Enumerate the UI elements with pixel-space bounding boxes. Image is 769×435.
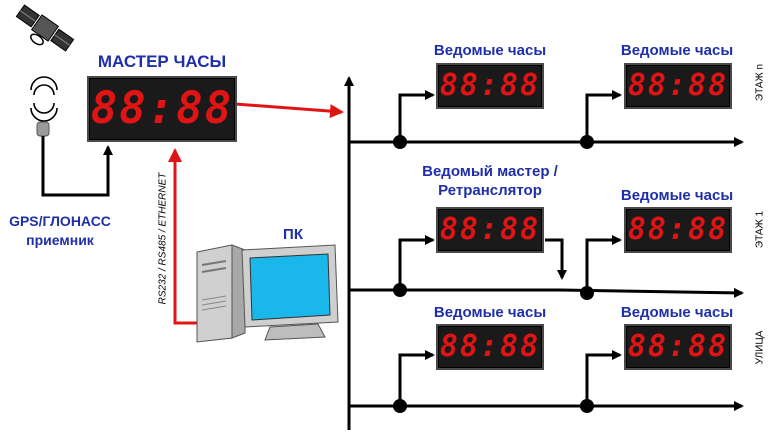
slave-clock-digits: 88:88 [627,329,729,364]
master-to-bus-link [234,102,344,119]
slave-clock-digits: 88:88 [439,68,541,103]
slave-clock-display: 88:88 [436,324,544,370]
slave-clock-digits: 88:88 [627,212,729,247]
pc-label: ПК [283,226,303,243]
slave-clock-display: 88:88 [624,207,732,253]
interface-label: RS232 / RS485 / ETHERNET [157,172,169,305]
junction-node [580,135,594,149]
slave-clock-digits: 88:88 [627,68,729,103]
master-clock-digits: 88:88 [90,83,234,134]
gps-label-line2: приемник [26,232,94,248]
slave-clock-label: Ведомые часы [620,187,734,204]
slave-clock-label: Ведомые часы [620,42,734,59]
floor-name-label: ЭТАЖ 1 [754,210,766,249]
slave-clock-label: Ведомые часы [433,42,547,59]
slave-clock-display: 88:88 [624,63,732,109]
floor-n-lines [349,90,744,147]
master-title: МАСТЕР ЧАСЫ [97,52,227,71]
slave-clock-display: 88:88 [436,63,544,109]
junction-node [580,286,594,300]
junction-node [580,399,594,413]
slave-clock-label: Ведомые часы [620,304,734,321]
slave-clock-display: 88:88 [624,324,732,370]
relay-master-clock-digits: 88:88 [439,212,541,247]
floor-name-label: ЭТАЖ n [754,63,766,102]
floor-name-label: УЛИЦА [754,330,766,365]
slave-clock-label: Ведомые часы [433,304,547,321]
pc-icon [196,244,339,343]
relay-master-label-line2: Ретранслятор [438,182,542,199]
gps-link [41,136,113,197]
master-clock-display: 88:88 [87,76,237,142]
relay-master-clock-display: 88:88 [436,207,544,253]
slave-clock-digits: 88:88 [439,329,541,364]
junction-node [393,283,407,297]
satellite-icon [15,4,75,52]
antenna-icon [30,76,58,137]
relay-master-label-line1: Ведомый мастер / [422,163,558,180]
gps-label-line1: GPS/ГЛОНАСС [9,213,111,229]
junction-node [393,135,407,149]
junction-node [393,399,407,413]
street-lines [349,350,744,411]
